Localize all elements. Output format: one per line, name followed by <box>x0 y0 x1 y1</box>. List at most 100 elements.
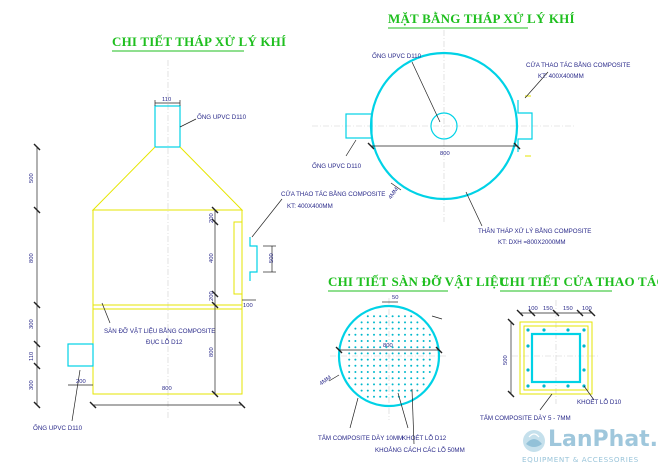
perforation-hole <box>366 383 369 386</box>
door-dim-top-2: 150 <box>563 306 573 312</box>
perforation-hole <box>391 383 394 386</box>
perforation-hole <box>366 352 369 355</box>
label-pipe-top: ỐNG UPVC D110 <box>197 114 247 121</box>
perforation-hole <box>385 327 388 330</box>
label-floor-1: SÀN ĐỠ VẬT LIỆU BẰNG COMPOSITE <box>104 327 215 335</box>
perforation-hole <box>366 333 369 336</box>
perforation-hole <box>373 315 375 318</box>
perforation-hole <box>366 327 369 330</box>
dim-right-2: 200 <box>209 291 215 301</box>
perforation-hole <box>348 358 351 361</box>
perforation-hole <box>416 333 419 336</box>
perforation-hole <box>391 358 394 361</box>
perforation-hole <box>366 371 369 373</box>
perforation-hole <box>391 333 394 336</box>
dim-right-1: 400 <box>209 253 215 263</box>
perforation-hole <box>397 358 400 361</box>
perforation-hole <box>410 377 413 380</box>
perforation-hole <box>379 395 382 398</box>
perforation-hole <box>422 333 425 336</box>
perforation-hole <box>373 395 375 398</box>
perforation-hole <box>366 389 369 392</box>
tower-body <box>92 209 243 395</box>
perforation-hole <box>404 364 406 367</box>
door-opening <box>530 332 582 384</box>
watermark-brand: LanPhat.com <box>548 427 658 452</box>
floor-dim-top: 50 <box>392 295 398 301</box>
perforation-hole <box>385 333 388 336</box>
perforation-hole <box>410 321 413 324</box>
perforation-hole <box>422 364 425 367</box>
material-floor-detail: 50 800 4MM TẤM COMPOSITE DÀY 10MM KHOÉT … <box>318 295 465 454</box>
tower-cone <box>91 146 244 211</box>
perforation-hole <box>416 346 419 349</box>
perforation-hole <box>354 352 357 355</box>
perforation-hole <box>348 333 351 336</box>
perforation-hole <box>366 395 369 398</box>
perforation-hole <box>428 358 431 361</box>
perforation-hole <box>416 364 419 367</box>
perforation-hole <box>428 333 431 336</box>
perforation-hole <box>397 371 400 373</box>
perforation-hole <box>416 321 419 324</box>
perforation-hole <box>379 383 382 386</box>
perforation-hole <box>360 371 363 373</box>
perforation-hole <box>348 364 351 367</box>
perforation-hole <box>360 346 363 349</box>
floor-plate-circle <box>337 304 441 408</box>
label-plan-pipe-top: ỐNG UPVC D110 <box>372 53 422 60</box>
perforation-hole <box>404 395 406 398</box>
perforation-hole <box>404 352 406 355</box>
perforation-hole <box>354 377 357 380</box>
tower-shell-circle <box>369 51 519 201</box>
perforation-hole <box>397 364 400 367</box>
lanphat-watermark: LanPhat.com EQUIPMENT & ACCESSORIES <box>522 427 658 464</box>
perforation-hole <box>428 340 431 342</box>
center-pipe-circle <box>430 112 458 140</box>
perforation-hole <box>366 377 369 380</box>
label-plan-door-1: CỬA THAO TÁC BẰNG COMPOSITE <box>526 61 630 69</box>
perforation-hole <box>410 346 413 349</box>
perforation-hole <box>416 377 419 380</box>
perforation-hole <box>385 352 388 355</box>
perforation-hole <box>385 321 388 324</box>
perforation-hole <box>410 315 413 318</box>
dim-door-h: 100 <box>243 303 253 309</box>
perforation-hole <box>416 371 419 373</box>
perforation-hole <box>391 315 394 318</box>
perforation-hole <box>354 340 357 342</box>
title-access-door: CHI TIẾT CỬA THAO TÁC <box>500 274 658 292</box>
perforation-hole <box>410 383 413 386</box>
title-plan-tower-text: MẶT BẰNG THÁP XỬ LÝ KHÍ <box>388 11 575 26</box>
perforation-hole <box>422 352 425 355</box>
perforation-hole <box>366 340 369 342</box>
perforation-hole <box>391 327 394 330</box>
perforation-hole <box>373 371 375 373</box>
title-detail-tower: CHI TIẾT THÁP XỬ LÝ KHÍ <box>112 34 286 52</box>
perforation-hole <box>379 389 382 392</box>
door-dim-top-0: 100 <box>528 306 538 312</box>
perforation-hole <box>397 377 400 380</box>
perforation-hole <box>404 389 406 392</box>
perforation-hole <box>410 371 413 373</box>
perforation-hole <box>391 389 394 392</box>
label-plan-body-2: KT: DXH =800X2000MM <box>498 239 566 246</box>
perforation-hole <box>404 340 406 342</box>
side-door <box>233 221 243 295</box>
perforation-hole <box>366 321 369 324</box>
perforation-hole <box>410 327 413 330</box>
perforation-hole <box>360 340 363 342</box>
top-pipe <box>154 105 181 148</box>
perforation-hole <box>416 352 419 355</box>
perforation-hole <box>422 346 425 349</box>
perforation-hole <box>373 358 375 361</box>
door-outer-frame <box>519 321 593 395</box>
tower-elevation: 110 ỐNG UPVC D110 500 CỬA THAO TÁC BẰNG … <box>29 60 385 432</box>
perforation-hole <box>385 364 388 367</box>
perforation-hole <box>422 383 425 386</box>
dim-right-0: 200 <box>209 213 215 223</box>
perforation-hole <box>354 371 357 373</box>
perforation-hole <box>391 352 394 355</box>
perforation-hole <box>379 340 382 342</box>
tower-plan: ỐNG UPVC D110 CỬA THAO TÁC BẰNG COMPOSIT… <box>312 30 630 246</box>
